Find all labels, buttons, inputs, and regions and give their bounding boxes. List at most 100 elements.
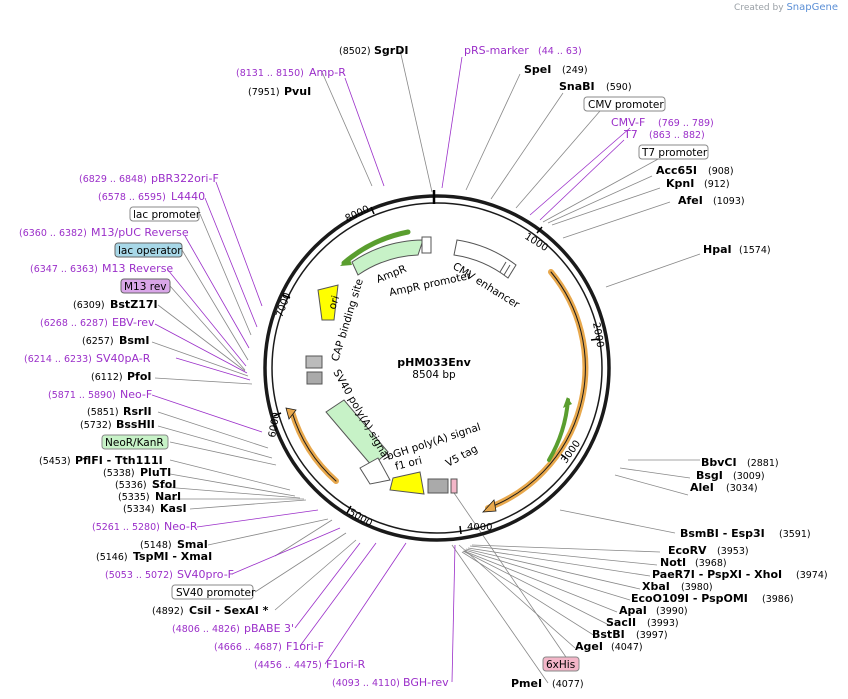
site-pos: (5146) [96, 552, 128, 563]
tick-label: 2000 [590, 322, 605, 349]
primer-pos: (4666 .. 4687) [214, 642, 282, 653]
primer-name: F1ori-R [326, 658, 366, 671]
site-name: BsmBI - Esp3I [680, 527, 765, 540]
site-pos: (7951) [248, 87, 280, 98]
inner-features [305, 236, 517, 495]
right-primers: CMV-F (769 .. 789) T7 (863 .. 882) [611, 116, 714, 141]
boxed-labels: CMV promoter T7 promoter lac promoter la… [101, 96, 709, 672]
site-name: XbaI [642, 580, 670, 593]
site-name: PluTI [140, 466, 171, 479]
site-pos: (1093) [713, 196, 745, 207]
site-pos: (4047) [611, 642, 643, 653]
site-pos: (4077) [552, 679, 584, 690]
site-pos: (6257) [82, 336, 114, 347]
site-pos: (5148) [140, 540, 172, 551]
site-name: PaeR7I - PspXI - XhoI [652, 568, 782, 581]
site-name: SfoI [152, 478, 176, 491]
site-pos: (3953) [717, 546, 749, 557]
primer-name: M13/pUC Reverse [91, 226, 189, 239]
v5-tag-label: V5 tag [444, 443, 480, 470]
site-name: BssHII [116, 418, 155, 431]
site-name: AgeI [575, 640, 603, 653]
primer-name: M13 Reverse [102, 262, 173, 275]
site-pos: (3980) [681, 582, 713, 593]
site-pos: (3968) [695, 558, 727, 569]
site-name: RsrII [123, 405, 152, 418]
site-pos: (3997) [636, 630, 668, 641]
site-pos: (3591) [779, 529, 811, 540]
site-pos: (5336) [115, 480, 147, 491]
primer-name: pBR322ori-F [151, 172, 219, 185]
primer-name: CMV-F [611, 116, 645, 129]
site-name: KpnI [666, 177, 694, 190]
credit: Created by SnapGene [734, 2, 838, 13]
orange-arrowhead [482, 499, 497, 513]
orange-arrowhead [285, 407, 297, 420]
primer-name: SV40pro-F [177, 568, 234, 581]
site-name: BbvCI [701, 456, 737, 469]
left-primers: (6829 .. 6848) pBR322ori-F (6578 .. 6595… [19, 172, 449, 689]
site-name: AleI [690, 481, 714, 494]
leader-lines [151, 49, 701, 684]
primer-name: F1ori-F [286, 640, 324, 653]
primer-pos: (8131 .. 8150) [236, 68, 304, 79]
green-arrowhead [563, 397, 572, 408]
primer-pos: (6360 .. 6382) [19, 228, 87, 239]
primer-pos: (6214 .. 6233) [24, 354, 92, 365]
ampr-label: AmpR [375, 263, 409, 286]
t7-promoter-box: T7 promoter [641, 147, 708, 159]
primer-name: Neo-R [164, 520, 198, 533]
primer-pos: (4806 .. 4826) [172, 624, 240, 635]
site-name: CsiI - SexAI * [189, 604, 269, 617]
plasmid-name: pHM033Env [397, 356, 471, 369]
site-name: NotI [660, 556, 686, 569]
site-name: HpaI [703, 243, 732, 256]
top-labels: (8502) SgrDI pRS-marker (44 .. 63) SpeI … [236, 44, 632, 98]
tick-label: 5000 [347, 507, 375, 529]
tick-marks [273, 206, 600, 535]
outer-features [289, 229, 589, 511]
site-pos: (590) [606, 82, 632, 93]
backbone [263, 194, 611, 542]
six-his-box: 6xHis [546, 659, 575, 671]
cmv-promoter-box: CMV promoter [588, 99, 664, 111]
primer-pos: (863 .. 882) [649, 130, 705, 141]
primer-pos: (4456 .. 4475) [254, 660, 322, 671]
site-pos: (3990) [656, 606, 688, 617]
site-pos: (5338) [103, 468, 135, 479]
site-name: SgrDI [374, 44, 408, 57]
site-pos: (5851) [87, 407, 119, 418]
site-pos: (249) [562, 65, 588, 76]
primer-pos: (6578 .. 6595) [98, 192, 166, 203]
site-name: SnaBI [559, 80, 595, 93]
site-pos: (6309) [73, 300, 105, 311]
site-name: PvuI [284, 85, 311, 98]
site-pos: (3986) [762, 594, 794, 605]
primer-name: T7 [623, 128, 638, 141]
tick-label: 6000 [267, 412, 282, 439]
site-pos: (3974) [796, 570, 828, 581]
primer-pos: (6347 .. 6363) [30, 264, 98, 275]
site-pos: (2881) [747, 458, 779, 469]
primer-name: BGH-rev [403, 676, 449, 689]
site-name: EcoO109I - PspOMI [631, 592, 748, 605]
site-name: EcoRV [668, 544, 707, 557]
primer-pos: (5871 .. 5890) [48, 390, 116, 401]
m13-rev-box: M13 rev [124, 281, 167, 293]
primer-pos: (44 .. 63) [538, 46, 582, 57]
site-name: PmeI [511, 677, 542, 690]
primer-pos: (6829 .. 6848) [79, 174, 147, 185]
primer-name: pBABE 3' [244, 622, 294, 635]
sv40-promoter-box: SV40 promoter [176, 587, 256, 599]
site-pos: (3009) [733, 471, 765, 482]
site-name: AfeI [678, 194, 703, 207]
site-name: SmaI [177, 538, 208, 551]
tick-label: 8000 [344, 204, 372, 225]
green-arrowhead [340, 257, 352, 266]
lac-promoter-box: lac promoter [133, 209, 201, 221]
site-pos: (8502) [339, 46, 371, 57]
right-sites: Acc65I (908) KpnI (912) AfeI (1093) HpaI… [511, 164, 828, 690]
site-name: ApaI [619, 604, 647, 617]
primer-pos: (5261 .. 5280) [92, 522, 160, 533]
